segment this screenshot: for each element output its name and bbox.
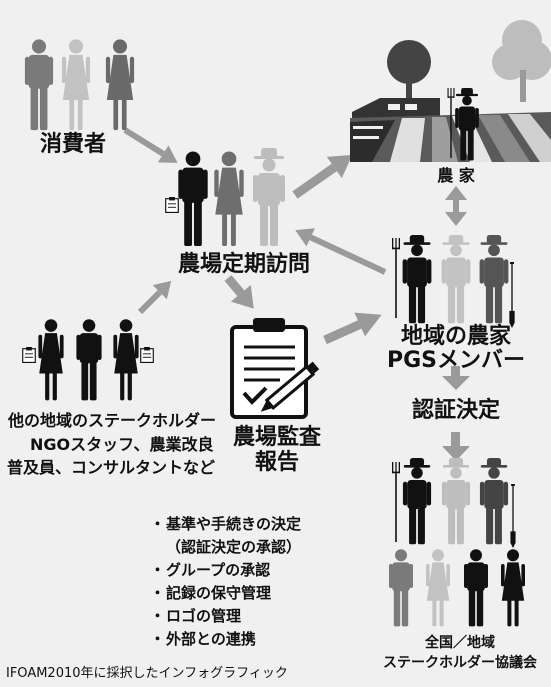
list-item: （認証決定の承認） <box>166 538 302 556</box>
list-item: ・ロゴの管理 <box>150 607 242 625</box>
farmer-label: 農 家 <box>437 166 475 185</box>
farm-visit-label: 農場定期訪問 <box>178 252 311 277</box>
stakeholders-ngo-label: NGOスタッフ、農業改良 <box>30 435 214 454</box>
council-figures <box>389 458 525 627</box>
council-duties-list: ・基準や手続きの決定 （認証決定の承認） ・グループの承認 ・記録の保守管理 ・… <box>150 513 301 651</box>
list-item: ・基準や手続きの決定 <box>150 515 302 533</box>
council-label-line2: ステークホルダー協議会 <box>383 655 537 671</box>
arrow-report-to-members <box>323 312 382 345</box>
tree-icon-left <box>387 40 431 108</box>
pencil-icon <box>260 361 320 412</box>
other-stakeholders-label: 他の地域のステークホルダー <box>8 411 217 430</box>
arrow-consumers-to-visit <box>123 127 178 163</box>
tree-icon-right <box>492 20 551 102</box>
farm-scene <box>350 20 551 162</box>
list-item: ・グループの承認 <box>150 561 271 579</box>
arrow-decision-to-council <box>442 432 470 461</box>
pgs-members-figures <box>392 235 515 328</box>
certification-decision-label: 認証決定 <box>411 398 500 423</box>
arrow-members-to-visit <box>295 228 387 275</box>
report-label: 報告 <box>254 450 299 475</box>
consumers-label: 消費者 <box>40 132 107 157</box>
list-item: ・記録の保守管理 <box>150 584 272 602</box>
stakeholders-figures <box>22 319 154 401</box>
pgs-members-label: PGSメンバー <box>386 348 526 373</box>
barn-icon <box>352 98 440 118</box>
flow-arrows <box>123 127 470 461</box>
local-farmers-label: 地域の農家 <box>400 324 511 349</box>
arrow-members-to-decision <box>442 366 470 390</box>
farm-visit-figures <box>165 148 285 247</box>
stakeholders-extension-label: 普及員、コンサルタントなど <box>7 458 216 477</box>
farm-audit-label: 農場監査 <box>232 425 321 450</box>
arrow-visit-to-report <box>224 275 254 309</box>
list-item: ・外部との連携 <box>150 630 256 648</box>
council-label-line1: 全国／地域 <box>425 635 495 651</box>
arrow-visit-to-farmer <box>292 154 353 199</box>
footer-caption: IFOAM2010年に採択したインフォグラフィック <box>6 666 288 681</box>
arrow-stakeholders-to-visit <box>137 280 172 315</box>
arrow-farmer-members-double <box>445 186 467 226</box>
consumers-figures <box>24 39 135 131</box>
